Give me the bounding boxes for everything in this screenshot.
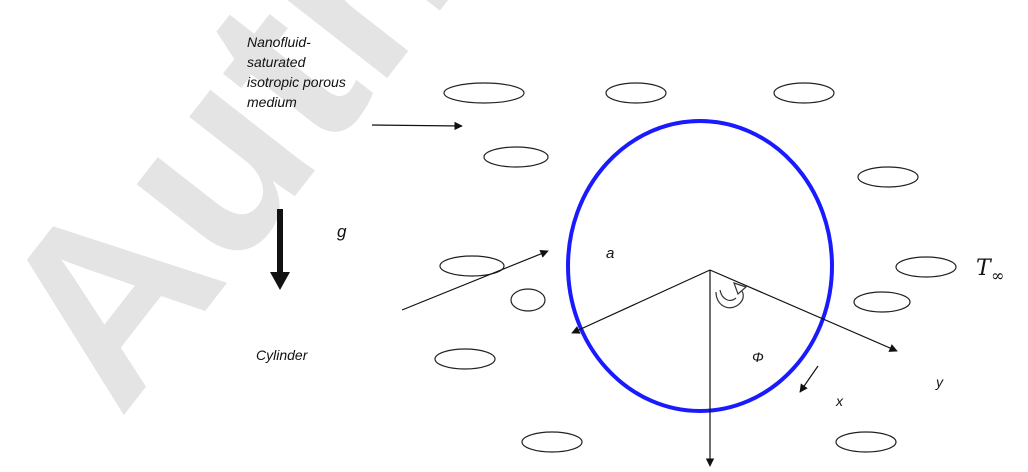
x-axis-arrow: [799, 365, 819, 393]
gravity-label: g: [337, 222, 347, 241]
ambient-temperature-label: T ∞: [976, 256, 1004, 285]
ambient-temp-symbol: T: [976, 256, 993, 281]
pore: [605, 82, 667, 104]
pore: [443, 82, 525, 104]
radius-line: [571, 269, 711, 334]
medium-label-line2: saturated: [247, 54, 307, 70]
cylinder-label: Cylinder: [256, 347, 309, 363]
gravity-arrow: [270, 209, 290, 290]
medium-pointer-arrow: [371, 121, 463, 131]
phi-label: Φ: [752, 349, 764, 365]
pore: [773, 82, 835, 104]
y-axis-arrow: [709, 269, 898, 352]
pore: [857, 166, 919, 188]
pore: [483, 146, 549, 168]
ambient-temp-subscript: ∞: [991, 266, 1004, 285]
medium-label-line1: Nanofluid-: [247, 34, 311, 50]
medium-label-line3: isotropic porous: [247, 74, 346, 90]
pore: [434, 348, 496, 370]
y-axis-label: y: [935, 374, 944, 390]
phi-angle-icon: [715, 282, 748, 309]
pore: [853, 291, 911, 313]
cylinder-pointer-arrow: [401, 249, 549, 311]
porous-medium-pores: [434, 82, 957, 453]
pore: [510, 288, 546, 312]
medium-label: Nanofluid- saturated isotropic porous me…: [247, 34, 346, 110]
radius-label: a: [606, 245, 614, 262]
pore: [521, 431, 583, 453]
cylinder-circle: [566, 119, 834, 413]
x-axis-label: x: [835, 393, 844, 409]
pore: [835, 431, 897, 453]
pore: [895, 256, 957, 278]
medium-label-line4: medium: [247, 94, 297, 110]
pore: [439, 255, 505, 277]
